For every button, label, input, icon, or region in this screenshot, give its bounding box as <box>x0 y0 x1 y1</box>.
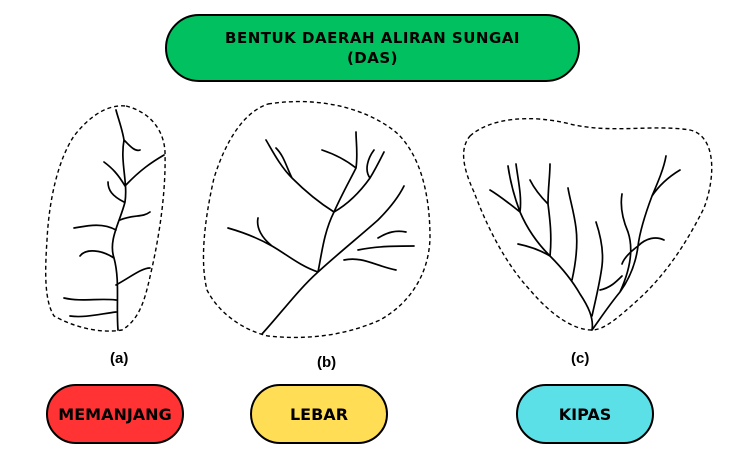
river-network-fan <box>489 155 681 331</box>
kipas-label: KIPAS <box>558 404 612 424</box>
title-line-2: (DAS) <box>346 49 399 67</box>
caption-fan: (c) <box>571 350 590 367</box>
watershed-outline-wide <box>202 100 431 339</box>
watershed-outline-elongated <box>45 105 166 332</box>
title-line-1: BENTUK DAERAH ALIRAN SUNGAI <box>225 29 520 47</box>
memanjang-label: MEMANJANG <box>58 404 172 424</box>
kipas-button[interactable]: KIPAS <box>516 384 654 444</box>
river-network-wide <box>227 131 415 335</box>
watershed-outline-fan <box>463 117 713 331</box>
memanjang-button[interactable]: MEMANJANG <box>46 384 184 444</box>
title-banner: BENTUK DAERAH ALIRAN SUNGAI (DAS) <box>165 14 580 82</box>
caption-elongated: (a) <box>110 350 129 367</box>
caption-wide: (b) <box>317 354 337 371</box>
river-network-elongated <box>63 109 165 331</box>
lebar-label: LEBAR <box>289 404 349 424</box>
lebar-button[interactable]: LEBAR <box>250 384 388 444</box>
